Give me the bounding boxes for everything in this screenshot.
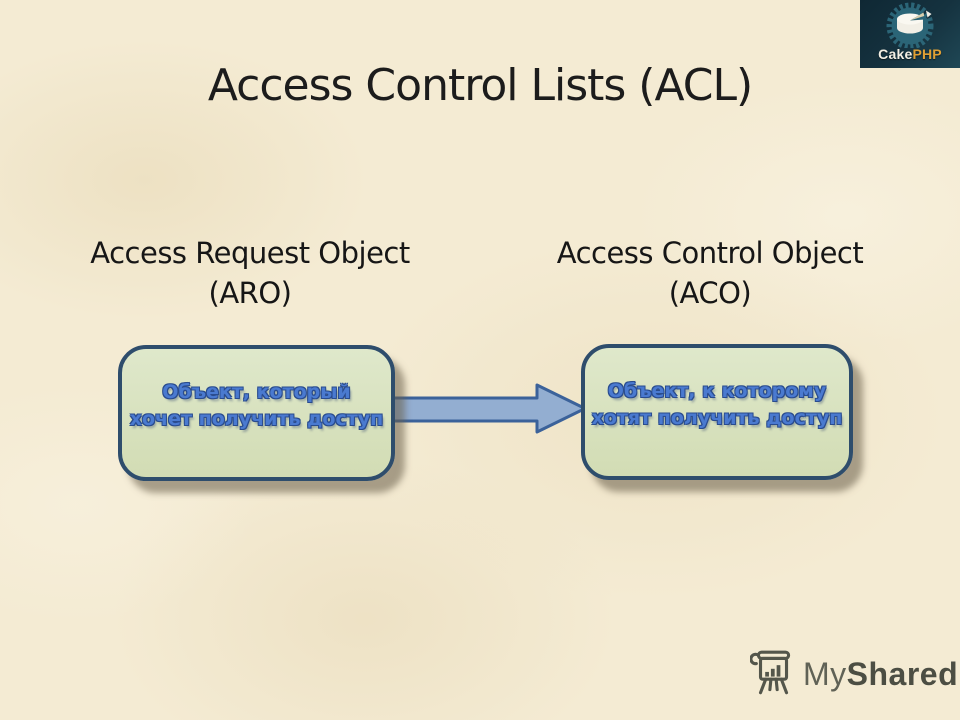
- aro-box: Объект, который хочет получить доступ: [118, 345, 395, 481]
- cakephp-wordmark-php: PHP: [912, 46, 942, 62]
- aro-heading-line2: (ARO): [208, 276, 292, 310]
- slide-title: Access Control Lists (ACL): [207, 60, 753, 111]
- myshared-wordmark-shared: Shared: [846, 655, 959, 692]
- cakephp-logo: CakePHP: [860, 0, 960, 68]
- aro-box-text: Объект, который хочет получить доступ: [130, 379, 384, 433]
- aro-box-text-line2: хочет получить доступ: [129, 408, 384, 430]
- aco-heading: Access Control Object (ACO): [515, 233, 905, 313]
- right-arrow-shape: [389, 380, 589, 437]
- myshared-watermark: MyShared: [750, 646, 958, 702]
- aco-box-text-line2: хотят получить доступ: [591, 407, 843, 429]
- aco-box: Объект, к которому хотят получить доступ: [581, 344, 853, 480]
- cake-badge-icon: [886, 2, 934, 48]
- aco-heading-line1: Access Control Object: [556, 236, 864, 270]
- aco-heading-line2: (ACO): [668, 276, 752, 310]
- aco-box-text-line1: Объект, к которому: [607, 380, 827, 402]
- aro-heading: Access Request Object (ARO): [55, 233, 445, 313]
- cakephp-wordmark-cake: Cake: [878, 46, 913, 62]
- easel-chart-icon: [750, 650, 791, 695]
- aco-box-text: Объект, к которому хотят получить доступ: [592, 378, 843, 432]
- myshared-wordmark-my: My: [803, 655, 847, 692]
- aro-box-text-line1: Объект, который: [162, 381, 351, 403]
- myshared-wordmark: MyShared: [803, 656, 958, 693]
- aro-heading-line1: Access Request Object: [90, 236, 410, 270]
- cakephp-wordmark: CakePHP: [860, 46, 960, 62]
